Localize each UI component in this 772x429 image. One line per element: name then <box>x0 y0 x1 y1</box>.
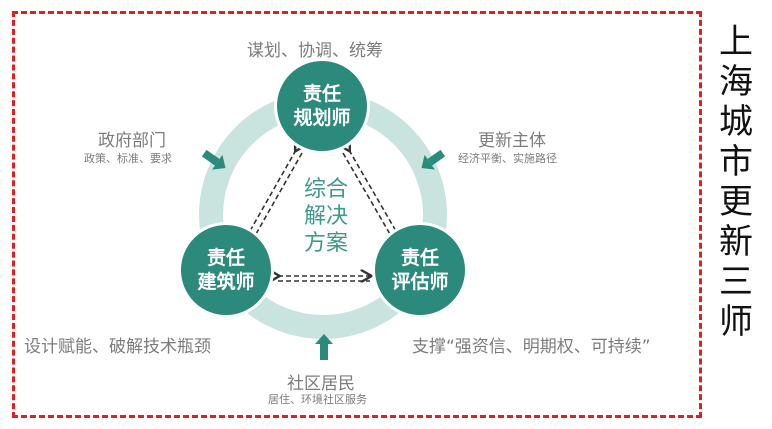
node-architect-line1: 责任 <box>206 247 245 269</box>
dashed-arrow-planner-architect-2 <box>251 152 303 242</box>
node-architect-line2: 建筑师 <box>197 271 255 293</box>
entity-arrow-icon <box>421 149 446 170</box>
assessor-desc: 支撑“强资信、明期权、可持续” <box>412 337 651 357</box>
center-line2: 解决 <box>303 204 348 229</box>
gov-title: 政府部门 <box>98 131 166 151</box>
node-assessor: 责任 评估师 <box>372 222 468 318</box>
gov-arrow-icon <box>201 149 226 170</box>
entity-title: 更新主体 <box>478 131 546 151</box>
planner-role-text: 谋划、协调、统筹 <box>247 41 383 61</box>
architect-desc: 设计赋能、破解技术瓶颈 <box>24 337 211 357</box>
side-char: 更 <box>719 182 753 222</box>
dashed-arrows <box>246 150 400 281</box>
resident-subtitle: 居住、环境社区服务 <box>268 393 367 406</box>
gov-subtitle: 政策、标准、要求 <box>84 152 172 165</box>
dashed-arrow-planner-assessor <box>349 150 400 238</box>
node-planner-line1: 责任 <box>302 83 341 105</box>
side-title: 上 海 城 市 更 新 三 师 <box>716 22 756 342</box>
dashed-frame <box>12 11 702 418</box>
center-line3: 方案 <box>303 231 348 256</box>
center-line1: 综合 <box>303 177 348 202</box>
node-assessor-line2: 评估师 <box>391 271 449 293</box>
side-char: 师 <box>719 302 753 342</box>
entity-subtitle: 经济平衡、实施路径 <box>458 152 557 165</box>
node-planner: 责任 规划师 <box>274 58 370 154</box>
side-char: 三 <box>719 262 753 302</box>
side-char: 新 <box>719 222 753 262</box>
side-char: 上 <box>719 22 753 62</box>
resident-arrow-icon <box>315 334 333 360</box>
input-arrows <box>201 149 446 360</box>
resident-title: 社区居民 <box>287 374 355 394</box>
side-char: 海 <box>719 62 753 102</box>
dashed-arrow-planner-assessor-2 <box>342 152 395 242</box>
dashed-arrow-planner-architect <box>246 150 296 238</box>
node-assessor-line1: 责任 <box>400 247 439 269</box>
node-architect: 责任 建筑师 <box>178 222 274 318</box>
side-char: 城 <box>719 102 753 142</box>
side-char: 市 <box>719 142 753 182</box>
node-planner-line2: 规划师 <box>293 107 351 129</box>
center-label: 综合 解决 方案 <box>294 176 358 257</box>
